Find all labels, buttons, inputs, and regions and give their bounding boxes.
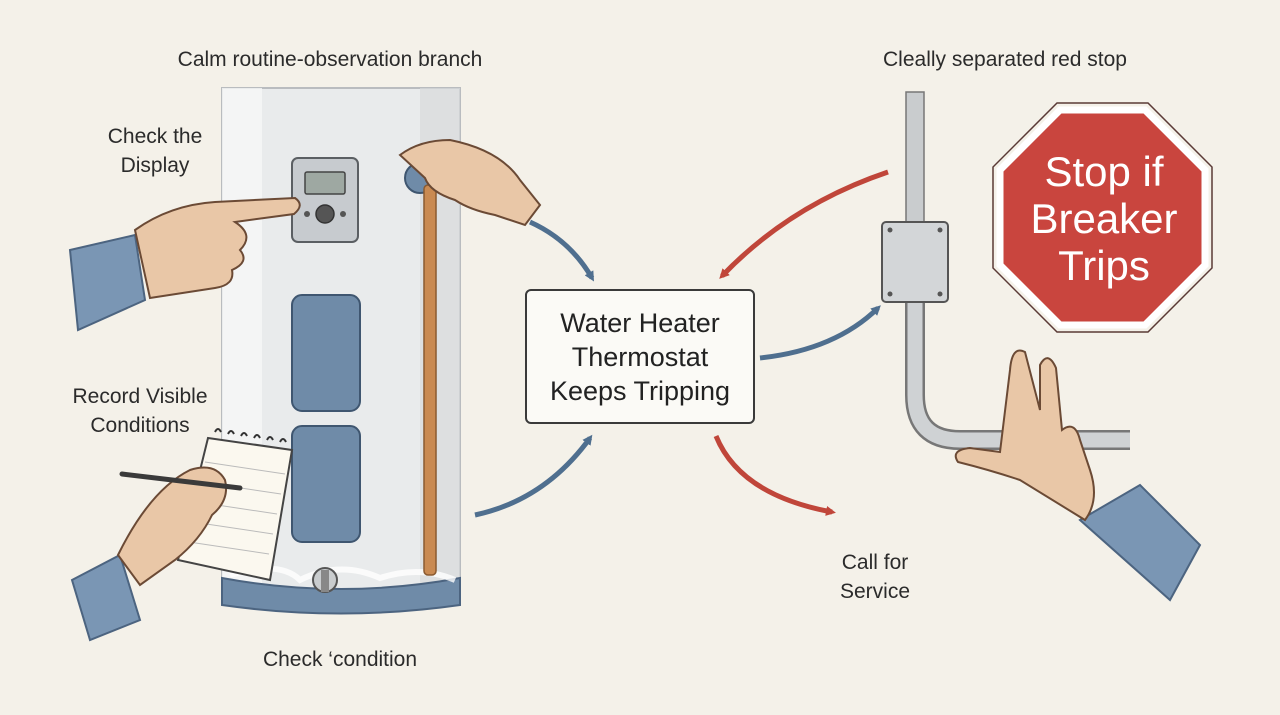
lower-access-panel [291, 425, 361, 543]
center-problem-box: Water Heater Thermostat Keeps Tripping [525, 289, 755, 424]
pointing-hand-icon [68, 196, 301, 332]
center-line-3: Keeps Tripping [549, 375, 731, 406]
center-line-1: Water Heater [560, 307, 720, 338]
arrow-center-to-service [713, 435, 836, 516]
stop-sign-icon [996, 106, 1209, 329]
step-check-condition: Check ‘condition [262, 648, 418, 671]
stop-line-3: Trips [1058, 242, 1150, 289]
conduit-pipe-icon [905, 91, 1130, 450]
left-branch-heading: Calm routine-observation branch [177, 48, 483, 71]
arrow-tank-to-center [474, 434, 593, 518]
center-line-2: Thermostat [571, 341, 709, 372]
thermostat-display-icon [291, 157, 359, 243]
right-branch-heading: Cleally separated red stop [883, 48, 1127, 71]
stop-sign-text: Stop if Breaker Trips [1000, 148, 1208, 289]
stop-line-2: Breaker [1030, 195, 1178, 242]
upper-access-panel [291, 294, 361, 412]
valve-hand-icon [398, 138, 542, 227]
stop-line-1: Stop if [1044, 148, 1164, 195]
step-record-conditions: Record Visible Conditions [72, 385, 208, 437]
arrow-stop-to-center [719, 169, 889, 279]
arrow-valve-to-center [528, 219, 595, 282]
arrow-center-to-box [759, 305, 881, 361]
junction-box-icon [881, 221, 949, 303]
drain-valve-icon [312, 567, 338, 593]
pen-icon [119, 471, 243, 491]
step-call-service: Call for Service [839, 551, 911, 603]
step-check-display: Check the Display [107, 125, 203, 177]
stop-hand-icon [954, 349, 1202, 602]
writing-hand-icon [70, 466, 243, 642]
